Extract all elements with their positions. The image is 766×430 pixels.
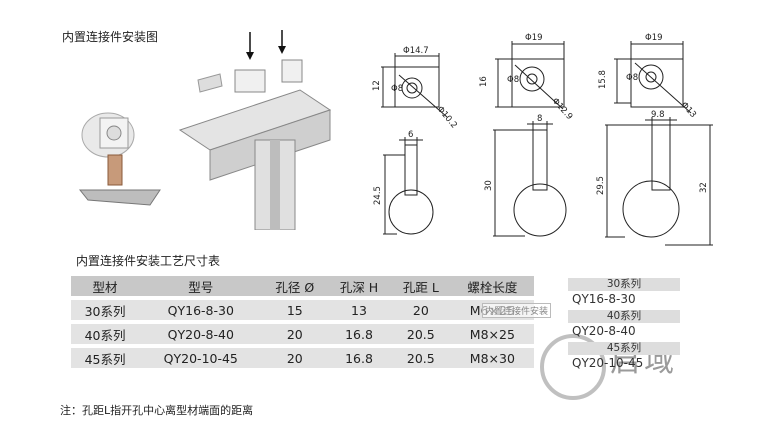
side-list-value: QY20-10-45 [572, 356, 644, 370]
side-list-header: 30系列 [568, 278, 680, 291]
dim-stem-1: 6 [408, 130, 413, 140]
dim-total-2: 30 [484, 180, 494, 191]
cell-depth: 16.8 [327, 324, 391, 344]
dim-total-3: 29.5 [596, 176, 606, 195]
dim-diag-2: Φ12.9 [550, 96, 575, 122]
dim-phi-top-2: Φ19 [525, 33, 543, 43]
dim-hole-2: Φ8 [507, 75, 519, 85]
cell-bolt: M8×25 [450, 324, 534, 344]
cell-bolt: M8×30 [450, 348, 534, 368]
cell-model: QY20-8-40 [139, 324, 263, 344]
side-list: 30系列 QY16-8-30 40系列 QY20-8-40 45系列 QY20-… [568, 278, 680, 371]
footnote: 注：孔距L指开孔中心离型材端面的距离 [60, 404, 254, 417]
dim-total-1: 24.5 [373, 186, 383, 205]
cell-model: QY16-8-30 [139, 300, 263, 320]
header-model: 型号 [139, 276, 263, 296]
dim-phi-top-3: Φ19 [645, 33, 663, 43]
table-title: 内置连接件安装工艺尺寸表 [76, 254, 221, 268]
cell-distance: 20.5 [390, 324, 451, 344]
dimension-drawings: Φ14.7 Φ8 12 Φ10.2 Φ19 Φ8 16 Φ12.9 Φ19 Φ8… [372, 33, 713, 246]
connector-illustration [78, 30, 332, 230]
side-list-header: 45系列 [568, 342, 680, 355]
cell-model: QY20-10-45 [139, 348, 263, 368]
cell-profile: 45系列 [71, 348, 140, 368]
cell-diameter: 15 [262, 300, 328, 320]
page-title: 内置连接件安装图 [62, 30, 159, 44]
dim-side-3: 32 [699, 182, 709, 193]
dim-height-3: 15.8 [598, 70, 608, 89]
table-row: 40系列 QY20-8-40 20 16.8 20.5 M8×25 [71, 324, 534, 344]
table-row: 30系列 QY16-8-30 15 13 20 M6×25 [71, 300, 534, 320]
table-header-row: 型材 型号 孔径 Ø 孔深 H 孔距 L 螺栓长度 [71, 276, 534, 296]
side-list-header: 40系列 [568, 310, 680, 323]
header-hole-diameter: 孔径 Ø [262, 276, 328, 296]
dimension-table: 型材 型号 孔径 Ø 孔深 H 孔距 L 螺栓长度 30系列 QY16-8-30… [71, 276, 534, 368]
cell-depth: 16.8 [327, 348, 391, 368]
side-list-value: QY16-8-30 [572, 292, 636, 306]
table-row: 45系列 QY20-10-45 20 16.8 20.5 M8×30 [71, 348, 534, 368]
cell-diameter: 20 [262, 324, 328, 344]
overlay-badge: 内置连接件安装 [482, 303, 552, 318]
connector-part-image [78, 112, 161, 206]
header-profile: 型材 [71, 276, 140, 296]
dim-stem-2: 8 [537, 114, 542, 124]
dim-height-1: 12 [372, 80, 382, 91]
cell-profile: 30系列 [71, 300, 140, 320]
dim-diag-3: Φ13 [679, 100, 698, 120]
side-list-value: QY20-8-40 [572, 324, 636, 338]
header-bolt-length: 螺栓长度 [450, 276, 534, 296]
cell-profile: 40系列 [71, 324, 140, 344]
watermark-logo-icon [540, 334, 606, 400]
header-hole-distance: 孔距 L [390, 276, 451, 296]
dim-stem-3: 9.8 [651, 110, 665, 120]
dim-phi-top-1: Φ14.7 [403, 46, 429, 56]
dim-diag-1: Φ10.2 [435, 105, 459, 131]
dim-hole-1: Φ8 [391, 84, 403, 94]
cell-depth: 13 [327, 300, 391, 320]
cell-diameter: 20 [262, 348, 328, 368]
cell-distance: 20.5 [390, 348, 451, 368]
profile-assembly-image [178, 30, 332, 230]
header-hole-depth: 孔深 H [327, 276, 391, 296]
dim-height-2: 16 [479, 76, 489, 87]
dim-hole-3: Φ8 [626, 73, 638, 83]
cell-distance: 20 [390, 300, 451, 320]
